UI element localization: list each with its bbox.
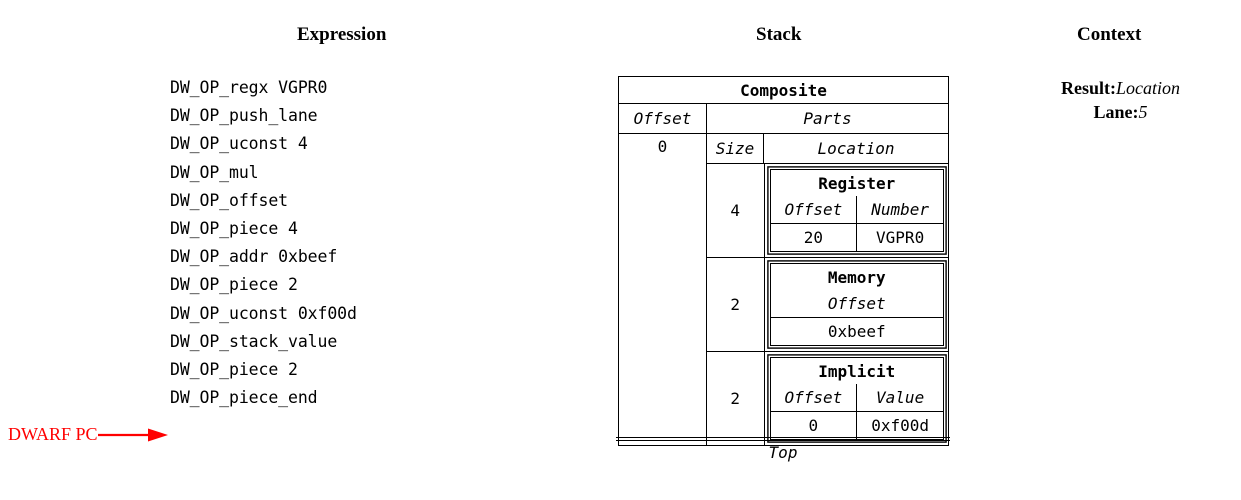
location-column-header: Offset — [827, 294, 886, 313]
context-key: Result: — [1060, 78, 1116, 98]
stack-base-rule — [616, 437, 950, 441]
part-row: 4 Register Offset Number — [707, 164, 949, 258]
expression-line: DW_OP_uconst 0xf00d — [170, 303, 357, 323]
context-key: Lane: — [1093, 102, 1139, 122]
part-row: 2 Implicit Offset Value — [707, 351, 949, 446]
stack-entry-title-row: Composite — [618, 76, 949, 104]
dwarf-pc-marker: DWARF PC — [8, 424, 170, 445]
stack-entry-composite: Composite Offset Parts 0 Size Location 4 — [618, 76, 949, 446]
location-value: 0xf00d — [856, 411, 943, 439]
part-size: 2 — [707, 351, 765, 445]
size-header: Size — [706, 133, 764, 164]
context-row-result: Result:Location — [1000, 76, 1241, 100]
location-header: Location — [763, 133, 949, 164]
expression-line: DW_OP_piece 2 — [170, 360, 298, 380]
parts-table: 4 Register Offset Number — [707, 164, 949, 445]
location-name: Register — [818, 173, 896, 193]
page-title-expression: Expression — [297, 24, 387, 45]
expression-line: DW_OP_piece_end — [170, 388, 318, 408]
expression-list: DW_OP_regx VGPR0 DW_OP_push_lane DW_OP_u… — [170, 74, 570, 412]
expression-line: DW_OP_mul — [170, 162, 259, 182]
location-box-memory: Memory Offset 0xbeef — [769, 263, 944, 346]
arrow-right-icon — [97, 428, 168, 441]
location-value: VGPR0 — [856, 223, 943, 251]
page-title-stack: Stack — [756, 24, 802, 45]
stack-entry-header-row: Offset Parts — [618, 103, 949, 134]
part-location: Implicit Offset Value 0 0xf00d — [764, 352, 949, 446]
part-location: Register Offset Number 20 VGPR0 — [764, 164, 949, 258]
location-name: Memory — [827, 267, 886, 287]
expression-line: DW_OP_uconst 4 — [170, 134, 308, 154]
location-value: 0 — [770, 411, 858, 439]
location-column-header: Offset — [770, 196, 858, 224]
stack-top-label: Top — [768, 443, 798, 462]
location-column-header: Number — [871, 200, 930, 219]
part-size: 4 — [707, 164, 765, 258]
expression-line: DW_OP_piece 4 — [170, 219, 298, 239]
location-box-register: Register Offset Number 20 VGPR0 — [769, 169, 944, 252]
expression-line: DW_OP_push_lane — [170, 106, 318, 126]
context-value: Location — [1115, 78, 1180, 98]
offset-header: Offset — [618, 103, 707, 134]
context-panel: Result:Location Lane:5 — [1000, 76, 1241, 124]
parts-body-row: 4 Register Offset Number — [619, 164, 949, 446]
part-row: 2 Memory Offset 0xbeef — [707, 257, 949, 352]
stack-diagram: Composite Offset Parts 0 Size Location 4 — [618, 76, 950, 446]
stack-entry-subheader-row: 0 Size Location — [618, 133, 949, 446]
context-row-lane: Lane:5 — [1000, 100, 1241, 124]
expression-line: DW_OP_stack_value — [170, 331, 338, 351]
location-box-implicit: Implicit Offset Value 0 0xf00d — [769, 357, 944, 440]
offset-value: 0 — [618, 133, 707, 446]
context-value: 5 — [1138, 102, 1148, 122]
location-value: 20 — [770, 223, 858, 251]
parts-header: Parts — [706, 103, 949, 134]
location-column-header: Value — [876, 388, 925, 407]
location-column-header: Offset — [770, 384, 858, 412]
part-size: 2 — [707, 257, 765, 352]
part-location: Memory Offset 0xbeef — [764, 257, 949, 352]
page-title-context: Context — [1077, 24, 1142, 45]
expression-line: DW_OP_addr 0xbeef — [170, 247, 338, 267]
expression-line: DW_OP_regx VGPR0 — [170, 78, 328, 97]
dwarf-pc-label: DWARF PC — [8, 424, 98, 444]
expression-line: DW_OP_offset — [170, 190, 289, 210]
location-value: 0xbeef — [770, 317, 943, 345]
expression-line: DW_OP_piece 2 — [170, 275, 298, 295]
stack-entry-title: Composite — [618, 76, 949, 104]
location-name: Implicit — [818, 361, 896, 381]
